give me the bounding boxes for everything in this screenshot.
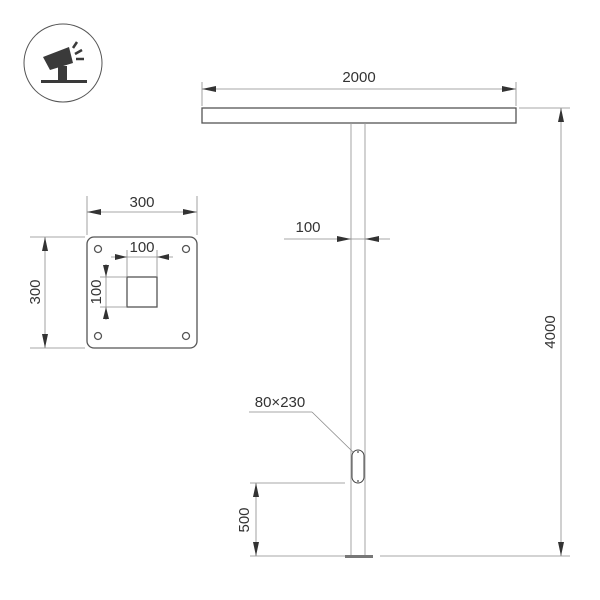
socket-width-label: 100 bbox=[129, 239, 154, 256]
pole-arm bbox=[201, 107, 517, 124]
spotlight-pole-icon bbox=[23, 23, 103, 103]
bolt-hole bbox=[181, 331, 191, 341]
arm-width-label: 2000 bbox=[342, 69, 375, 86]
bolt-hole bbox=[93, 331, 103, 341]
dimension-hatch-height: 500 bbox=[236, 482, 345, 557]
base-plate bbox=[86, 236, 198, 349]
dimension-total-height: 4000 bbox=[380, 107, 570, 557]
pole-width-label: 100 bbox=[295, 219, 320, 236]
bolt-hole bbox=[93, 244, 103, 254]
plate-height-label: 300 bbox=[27, 279, 44, 304]
base-plate-drawing: 300 300 100 100 bbox=[27, 194, 198, 349]
total-height-label: 4000 bbox=[542, 315, 559, 348]
dimension-arm-width: 2000 bbox=[201, 69, 517, 106]
hatch-height-label: 500 bbox=[236, 507, 253, 532]
bolt-hole bbox=[181, 244, 191, 254]
pole-base-flange bbox=[345, 555, 373, 558]
pole-socket bbox=[126, 276, 158, 308]
hatch-size-label: 80×230 bbox=[255, 394, 305, 411]
pole-drawing bbox=[201, 107, 517, 558]
service-hatch bbox=[351, 449, 365, 484]
socket-height-label: 100 bbox=[88, 279, 105, 304]
dimension-pole-width: 100 bbox=[284, 219, 390, 242]
plate-width-label: 300 bbox=[129, 194, 154, 211]
hatch-leader: 80×230 bbox=[249, 394, 354, 453]
